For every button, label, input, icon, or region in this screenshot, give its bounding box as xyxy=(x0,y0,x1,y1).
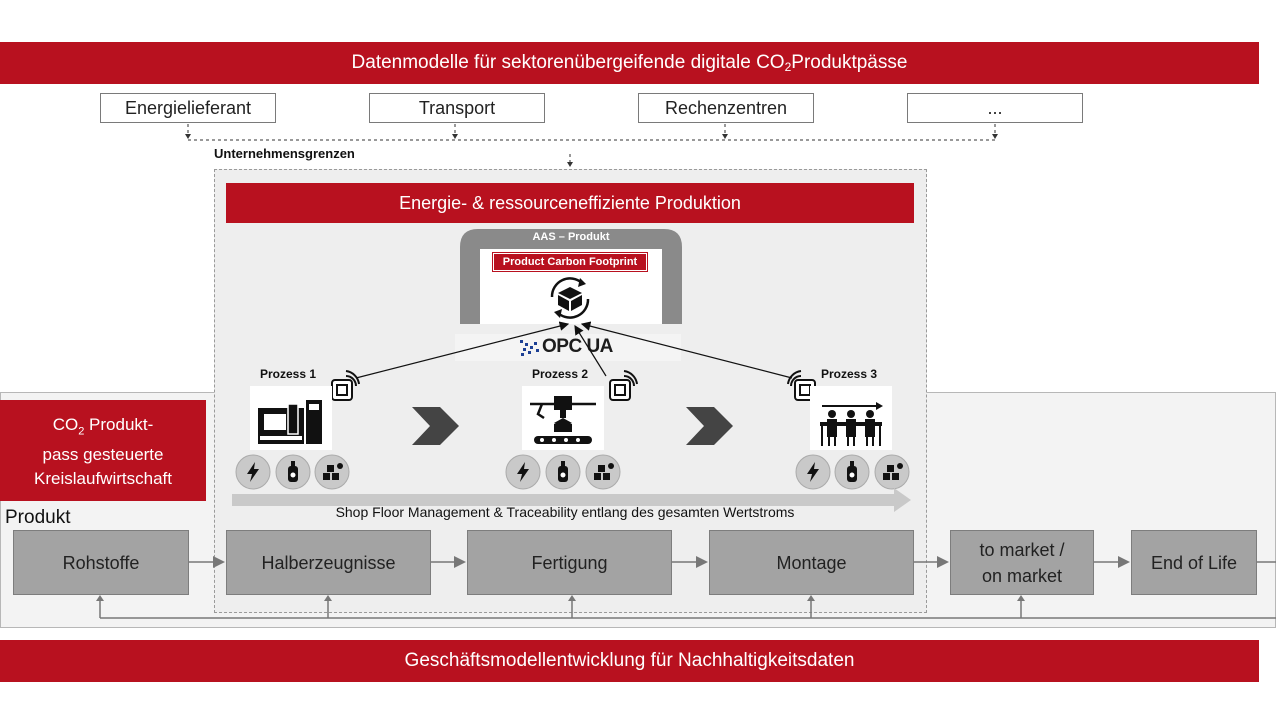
aas-title: AAS – Produkt xyxy=(532,231,610,243)
stage-label: Halberzeugnisse xyxy=(261,552,396,573)
chevron-right-icon xyxy=(412,407,459,445)
line1-suffix: Produkt- xyxy=(84,415,154,434)
pcf-label: Product Carbon Footprint xyxy=(502,256,638,268)
bottom-banner-text: Geschäftsmodellentwicklung für Nachhalti… xyxy=(404,650,855,671)
stage-rohstoffe: Rohstoffe xyxy=(13,530,189,595)
stage-label: End of Life xyxy=(1150,552,1238,573)
stage-label-line-2: on market xyxy=(981,565,1063,586)
top-banner-text: Datenmodelle für sektorenübergeifende di… xyxy=(351,52,785,73)
sector-label: ... xyxy=(987,97,1003,118)
sector-energielieferant: Energielieferant xyxy=(100,93,276,123)
flow-text: Shop Floor Management & Traceability ent… xyxy=(335,504,795,520)
stage-end-of-life: End of Life xyxy=(1131,530,1257,595)
stage-label: Rohstoffe xyxy=(62,552,140,573)
cnc-machine-icon xyxy=(258,400,322,444)
opcua-label: OPC UA xyxy=(542,336,613,357)
process-1-label: Prozess 1 xyxy=(260,367,317,381)
workers-line-icon xyxy=(820,402,883,446)
opcua-strip xyxy=(455,334,681,361)
opcua-logo-icon xyxy=(520,340,539,356)
top-banner: Datenmodelle für sektorenübergeifende di… xyxy=(0,42,1259,84)
product-label: Produkt xyxy=(5,507,71,528)
stage-market: to market / on market xyxy=(950,530,1094,595)
stage-halberzeugnisse: Halberzeugnisse xyxy=(226,530,431,595)
robot-assembly-icon xyxy=(530,396,596,444)
circular-economy-box: CO2 Produkt- pass gesteuerte Kreislaufwi… xyxy=(0,400,206,501)
sector-label: Rechenzentren xyxy=(664,97,788,118)
flow-arrow xyxy=(232,488,911,512)
sector-label: Energielieferant xyxy=(124,97,252,118)
wireless-tag-icon xyxy=(609,370,638,401)
circular-economy-line-2: pass gesteuerte xyxy=(42,445,164,465)
process-2-label: Prozess 2 xyxy=(532,367,589,381)
stage-label: Montage xyxy=(776,552,847,573)
co2-subscript: 2 xyxy=(78,425,85,438)
sector-rechenzentren: Rechenzentren xyxy=(638,93,814,123)
top-banner-subscript: 2 xyxy=(784,60,792,74)
stage-label: Fertigung xyxy=(531,552,608,573)
circular-economy-line-1: CO2 Produkt- xyxy=(0,413,206,443)
wireless-tag-icon xyxy=(331,370,360,401)
boundary-label: Unternehmensgrenzen xyxy=(214,146,355,161)
process-3-label: Prozess 3 xyxy=(821,367,878,381)
pcf-badge: Product Carbon Footprint xyxy=(492,252,648,272)
bottom-banner: Geschäftsmodellentwicklung für Nachhalti… xyxy=(0,640,1259,682)
top-banner-suffix: Produktpässe xyxy=(791,52,908,73)
sector-more: ... xyxy=(907,93,1083,123)
company-banner-text: Energie- & ressourceneffiziente Produkti… xyxy=(399,192,741,213)
stage-label-line-1: to market / xyxy=(979,539,1065,560)
co2-prefix: CO xyxy=(52,415,79,434)
chevron-right-icon xyxy=(686,407,733,445)
product-cycle-icon xyxy=(550,277,590,319)
stage-montage: Montage xyxy=(709,530,914,595)
circular-economy-line-3: Kreislaufwirtschaft xyxy=(34,469,172,489)
company-banner: Energie- & ressourceneffiziente Produkti… xyxy=(226,183,914,223)
sector-label: Transport xyxy=(418,97,496,118)
stage-fertigung: Fertigung xyxy=(467,530,672,595)
sector-transport: Transport xyxy=(369,93,545,123)
